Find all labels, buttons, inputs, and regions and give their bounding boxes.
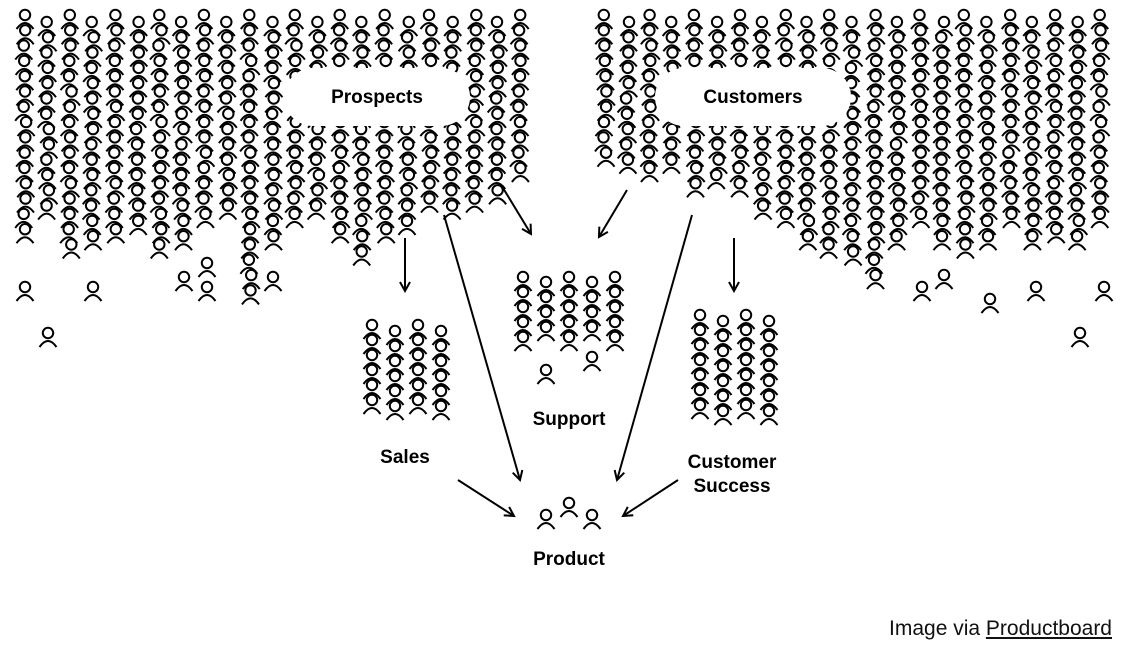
person-icon: [174, 270, 194, 292]
arrow-prospects-to-product: [443, 214, 520, 480]
customers-label: Customers: [703, 87, 802, 108]
prospects-label: Prospects: [331, 87, 423, 108]
productboard-link[interactable]: Productboard: [985, 617, 1112, 640]
person-icon: [1026, 280, 1046, 302]
person-icon: [1070, 326, 1090, 348]
sales-team-group: [362, 318, 451, 421]
prospects-crowd: [14, 8, 530, 348]
person-icon: [980, 292, 1000, 314]
product-team-group: [536, 496, 602, 530]
person-icon: [263, 270, 283, 292]
prospects-bubble: [284, 68, 470, 126]
image-credit-prefix: Image via: [889, 617, 986, 640]
person-icon: [197, 280, 217, 302]
arrow-sales-to-product: [457, 479, 514, 516]
customer-success-label-line1: Customer: [688, 452, 777, 473]
person-icon: [1094, 280, 1114, 302]
support-team-group: [513, 270, 625, 385]
arrow-prospects-to-support: [502, 187, 531, 234]
person-icon: [197, 256, 217, 278]
person-icon: [934, 268, 954, 290]
support-label: Support: [533, 409, 606, 430]
person-icon: [582, 508, 602, 530]
customers-bubble: [655, 68, 851, 126]
arrow-cs-to-product: [623, 479, 679, 516]
arrow-customers-to-support: [599, 189, 628, 237]
person-icon: [536, 363, 556, 385]
customer-success-team-group: [690, 308, 779, 426]
customer-success-label-line2: Success: [693, 476, 770, 497]
person-icon: [38, 326, 58, 348]
product-label: Product: [533, 549, 605, 570]
person-icon: [536, 508, 556, 530]
person-icon: [15, 280, 35, 302]
person-icon: [582, 350, 602, 372]
sales-label: Sales: [380, 447, 430, 468]
customers-crowd: [594, 8, 1114, 348]
person-icon: [559, 496, 579, 518]
person-icon: [83, 280, 103, 302]
arrow-customers-to-product: [617, 214, 693, 480]
image-credit: Image via Productboard: [889, 617, 1112, 641]
person-icon: [912, 280, 932, 302]
